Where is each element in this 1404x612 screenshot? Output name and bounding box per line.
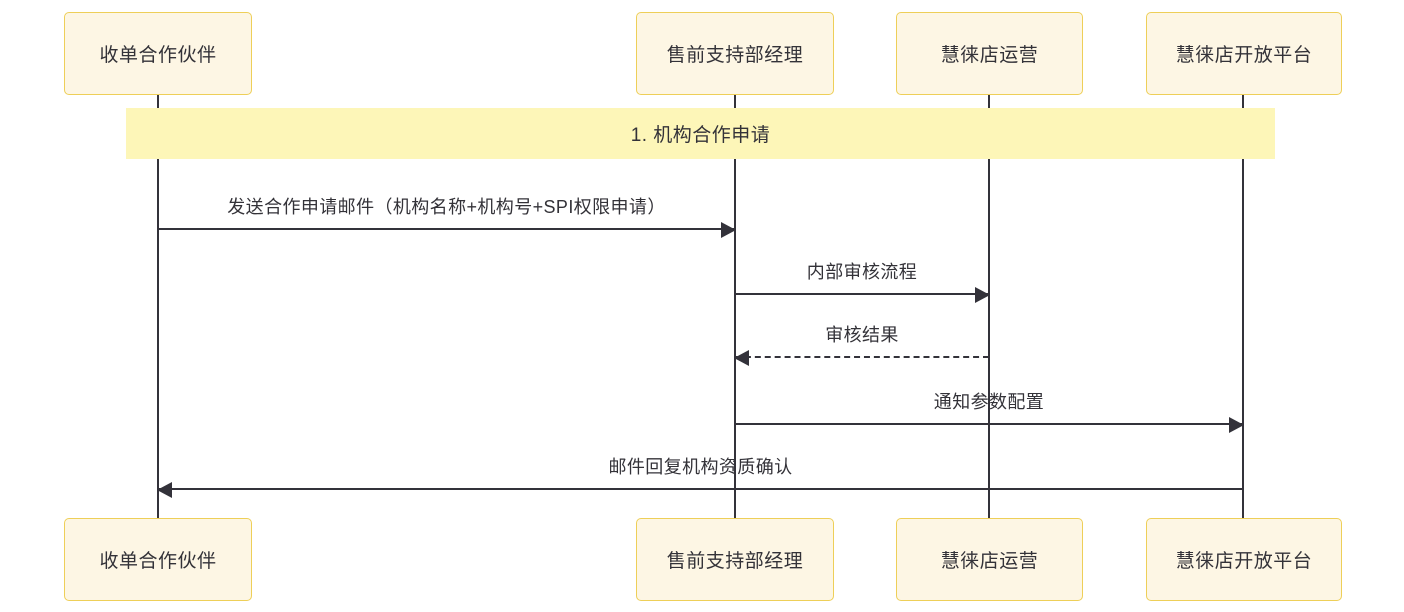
participant-label: 售前支持部经理: [666, 45, 804, 66]
lifeline-p3: [987, 95, 991, 518]
lifeline-p4: [1241, 95, 1245, 518]
message-m3[interactable]: 审核结果: [734, 316, 989, 366]
message-label: 邮件回复机构资质确认: [608, 457, 793, 477]
message-line: [734, 350, 989, 366]
participant-label: 慧徕店运营: [940, 45, 1039, 66]
message-line: [157, 482, 1243, 498]
arrow-head-left-icon: [157, 482, 172, 498]
arrow-head-right-icon: [975, 287, 990, 303]
participant-box-p2-top[interactable]: 售前支持部经理: [636, 12, 834, 95]
message-m1[interactable]: 发送合作申请邮件（机构名称+机构号+SPI权限申请）: [158, 188, 736, 238]
participant-label: 慧徕店开放平台: [1175, 45, 1313, 66]
participant-label: 售前支持部经理: [666, 551, 804, 572]
arrow-head-left-icon: [734, 350, 749, 366]
participant-box-p2-bottom[interactable]: 售前支持部经理: [636, 518, 834, 601]
participant-box-p3-bottom[interactable]: 慧徕店运营: [896, 518, 1083, 601]
participant-label: 收单合作伙伴: [99, 45, 217, 66]
message-label: 通知参数配置: [933, 392, 1045, 412]
message-line: [735, 417, 1244, 433]
participant-box-p4-top[interactable]: 慧徕店开放平台: [1146, 12, 1342, 95]
participant-box-p1-top[interactable]: 收单合作伙伴: [64, 12, 252, 95]
participant-box-p3-top[interactable]: 慧徕店运营: [896, 12, 1083, 95]
message-m5[interactable]: 邮件回复机构资质确认: [157, 448, 1243, 498]
participant-label: 慧徕店运营: [940, 551, 1039, 572]
arrow-head-right-icon: [721, 222, 736, 238]
lifeline-p2: [733, 95, 737, 518]
lifeline-p1: [156, 95, 160, 518]
arrow-head-right-icon: [1229, 417, 1244, 433]
participant-box-p1-bottom[interactable]: 收单合作伙伴: [64, 518, 252, 601]
participant-label: 慧徕店开放平台: [1175, 551, 1313, 572]
message-line: [735, 287, 990, 303]
message-m2[interactable]: 内部审核流程: [735, 253, 990, 303]
message-label: 发送合作申请邮件（机构名称+机构号+SPI权限申请）: [227, 197, 666, 217]
participant-box-p4-bottom[interactable]: 慧徕店开放平台: [1146, 518, 1342, 601]
section-banner-label: 1. 机构合作申请: [630, 125, 771, 146]
participant-label: 收单合作伙伴: [99, 551, 217, 572]
message-m4[interactable]: 通知参数配置: [735, 383, 1244, 433]
message-label: 审核结果: [825, 325, 899, 345]
message-label: 内部审核流程: [806, 262, 918, 282]
message-line: [158, 222, 736, 238]
section-banner-s1: 1. 机构合作申请: [126, 108, 1275, 159]
